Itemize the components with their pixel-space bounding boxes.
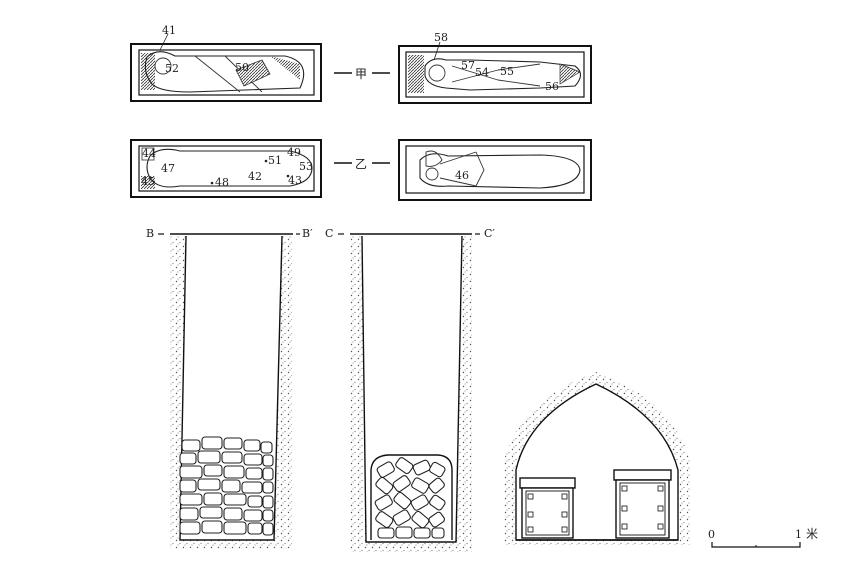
object-number: 51 xyxy=(268,154,282,167)
section-label-left: B xyxy=(146,227,154,240)
section-c: C C′ xyxy=(325,227,495,552)
skeleton-outline xyxy=(424,58,582,91)
object-number: 50 xyxy=(235,61,249,74)
object-number: 42 xyxy=(248,170,262,183)
object-number: 55 xyxy=(500,65,514,78)
section-label-right: B′ xyxy=(302,227,313,240)
coffin-end-right xyxy=(613,469,672,539)
object-number: 56 xyxy=(545,80,559,93)
object-number: 49 xyxy=(287,146,301,159)
object-number: 45 xyxy=(141,175,155,188)
object-number: 48 xyxy=(215,176,229,189)
row-label-yi: 乙 xyxy=(334,157,390,171)
row-label: 甲 xyxy=(355,67,367,81)
coffin-end-left xyxy=(519,477,576,539)
skeleton-outline xyxy=(419,153,581,189)
object-number: 57 xyxy=(461,59,475,72)
shaft-wall xyxy=(179,235,283,541)
skeleton-outline xyxy=(146,148,313,188)
object-number: 52 xyxy=(165,62,179,75)
row-label-jia: 甲 xyxy=(334,67,390,81)
object-number: 47 xyxy=(161,162,175,175)
scale-end: 1 xyxy=(795,528,802,541)
coffin-jia-left: 41 52 50 xyxy=(130,24,322,102)
stone-fill xyxy=(374,457,446,539)
niche-outline xyxy=(370,454,453,540)
coffin-yi-right: 46 xyxy=(398,139,592,201)
section-label-right: C′ xyxy=(484,227,495,240)
coffin-jia-right: 58 57 54 55 56 xyxy=(398,31,592,104)
scale-bar: 0 1 米 xyxy=(708,527,818,548)
object-number: 58 xyxy=(434,31,448,44)
fill-soil xyxy=(170,236,292,550)
scale-start: 0 xyxy=(708,528,715,541)
shaft-wall xyxy=(361,235,463,543)
object-number: 46 xyxy=(455,169,469,182)
scale-unit: 米 xyxy=(806,527,818,541)
section-b: B B′ xyxy=(146,227,313,550)
chamber-section xyxy=(504,372,690,545)
object-number: 54 xyxy=(475,66,489,79)
fill-soil xyxy=(350,236,472,552)
object-number: 44 xyxy=(142,147,156,160)
coffin-yi-left: 44 47 51 49 53 45 48 42 43 xyxy=(130,139,322,198)
object-number: 41 xyxy=(162,24,176,37)
skeleton-outline xyxy=(144,51,305,93)
row-label: 乙 xyxy=(355,157,367,171)
object-number: 43 xyxy=(288,174,302,187)
section-label-left: C xyxy=(325,227,333,240)
coffin-end-hatch xyxy=(141,53,155,90)
stone-fill xyxy=(179,436,274,536)
object-number: 53 xyxy=(299,160,313,173)
